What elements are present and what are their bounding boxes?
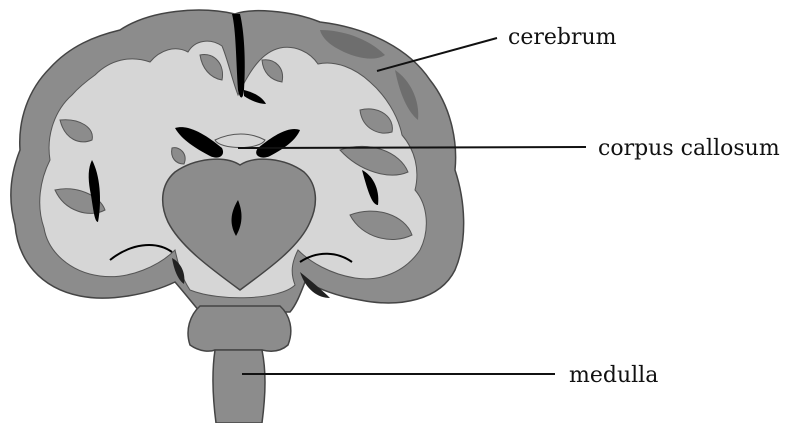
brain-illustration xyxy=(11,10,464,423)
medulla-label: medulla xyxy=(569,363,658,388)
cerebrum-label: cerebrum xyxy=(508,25,617,50)
medulla-structure xyxy=(213,350,265,423)
corpus-callosum-leader-line xyxy=(238,147,586,148)
pons xyxy=(188,306,291,351)
corpus-callosum-label: corpus callosum xyxy=(598,136,780,161)
